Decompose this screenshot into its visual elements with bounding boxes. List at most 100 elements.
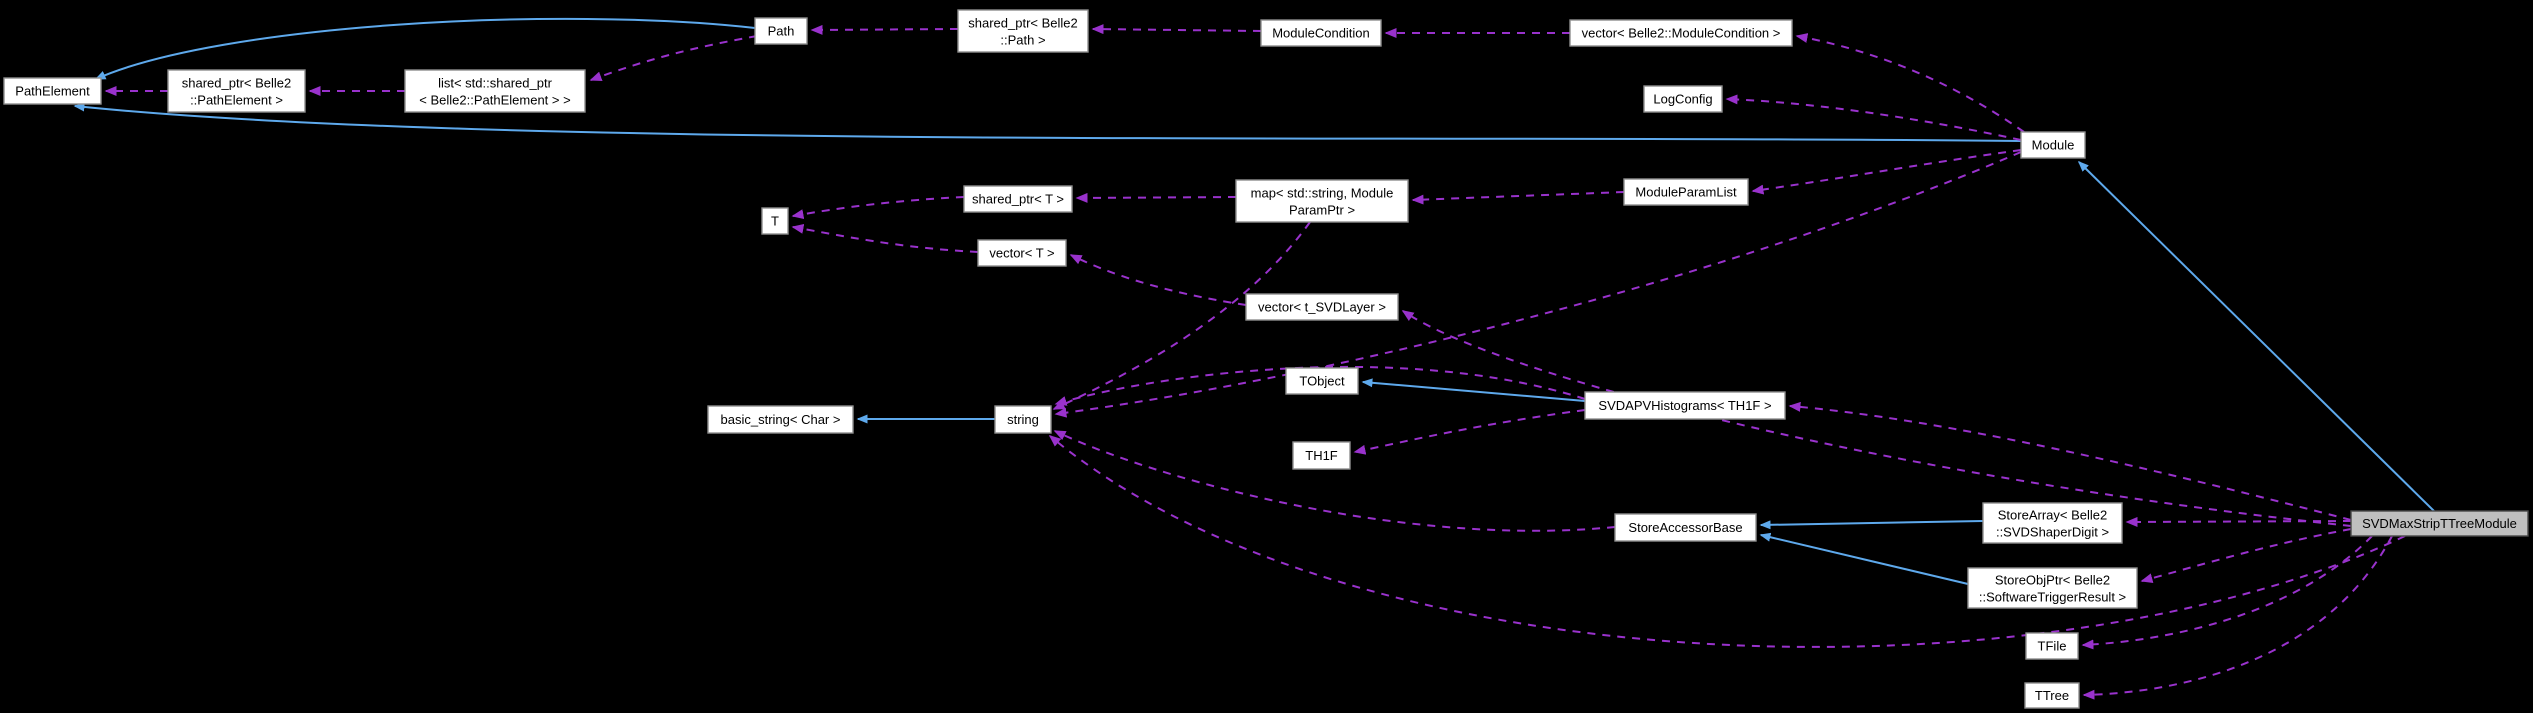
node-svdapvhistograms-th1f[interactable]: SVDAPVHistograms< TH1F > [1584,391,1786,420]
node-storeaccessorbase[interactable]: StoreAccessorBase [1614,513,1757,542]
edge-map-moduleparamptr-to-shared-ptr-t [1075,192,1237,203]
node-box-svdmaxstripttreemodule[interactable] [2350,510,2529,537]
edge-svdmaxstripttreemodule-to-ttree [2082,535,2393,700]
node-box-moduleparamlist[interactable] [1623,178,1749,206]
node-storeobjptr-softwaretriggerresult[interactable]: StoreObjPtr< Belle2::SoftwareTriggerResu… [1967,567,2138,609]
edge-map-moduleparamptr-to-string [1052,221,1311,410]
node-box-svdapvhistograms-th1f[interactable] [1584,391,1786,420]
edge-modulecondition-to-shared-ptr-path [1091,24,1262,35]
node-label-path: Path [768,24,795,39]
node-label-ttree: TTree [2035,688,2069,703]
node-svdmaxstripttreemodule[interactable]: SVDMaxStripTTreeModule [2350,510,2529,537]
node-box-vector-t-svdlayer[interactable] [1245,293,1399,321]
node-basic-string-char[interactable]: basic_string< Char > [707,405,854,434]
node-box-logconfig[interactable] [1643,85,1723,113]
node-modulecondition[interactable]: ModuleCondition [1260,19,1382,47]
node-box-t[interactable] [761,207,789,235]
node-box-path[interactable] [754,17,808,45]
node-module[interactable]: Module [2020,131,2086,159]
node-storearray-svdshaperdigit[interactable]: StoreArray< Belle2::SVDShaperDigit > [1982,502,2123,544]
node-label-basic-string-char: basic_string< Char > [721,412,841,427]
node-list-shared-ptr-pathelement[interactable]: list< std::shared_ptr< Belle2::PathEleme… [404,69,586,113]
node-label-vector-modulecondition: vector< Belle2::ModuleCondition > [1582,26,1781,41]
node-t[interactable]: T [761,207,789,235]
diagram-edges [73,17,2435,700]
edge-svdmaxstripttreemodule-to-vector-t-svdlayer [1401,310,2352,527]
node-tfile[interactable]: TFile [2025,632,2079,660]
node-box-pathelement[interactable] [3,77,102,105]
node-label-modulecondition: ModuleCondition [1272,26,1370,41]
node-box-map-moduleparamptr[interactable] [1235,179,1409,223]
node-label-t: T [771,214,779,229]
node-path[interactable]: Path [754,17,808,45]
node-box-storeaccessorbase[interactable] [1614,513,1757,542]
node-box-th1f[interactable] [1292,441,1351,470]
node-vector-t-svdlayer[interactable]: vector< t_SVDLayer > [1245,293,1399,321]
node-box-basic-string-char[interactable] [707,405,854,434]
node-shared-ptr-path[interactable]: shared_ptr< Belle2::Path > [957,9,1089,53]
node-box-modulecondition[interactable] [1260,19,1382,47]
edge-moduleparamlist-to-map-moduleparamptr [1411,191,1625,205]
node-label-shared-ptr-path: shared_ptr< Belle2::Path > [968,16,1078,48]
edge-storeaccessorbase-to-string [1053,430,1616,532]
node-th1f[interactable]: TH1F [1292,441,1351,470]
node-box-tobject[interactable] [1285,367,1359,395]
edge-svdmaxstripttreemodule-to-tfile [2081,535,2373,650]
node-box-vector-modulecondition[interactable] [1569,19,1793,47]
node-shared-ptr-t[interactable]: shared_ptr< T > [963,185,1073,213]
node-box-module[interactable] [2020,131,2086,159]
node-box-list-shared-ptr-pathelement[interactable] [404,69,586,113]
node-shared-ptr-pathelement[interactable]: shared_ptr< Belle2::PathElement > [167,69,306,113]
node-label-string: string [1007,412,1039,427]
node-label-vector-t-svdlayer: vector< t_SVDLayer > [1258,300,1386,315]
edge-shared-ptr-t-to-t [791,196,965,220]
node-label-storearray-svdshaperdigit: StoreArray< Belle2::SVDShaperDigit > [1996,508,2109,540]
node-box-vector-t[interactable] [977,239,1067,267]
node-box-shared-ptr-pathelement[interactable] [167,69,306,113]
node-label-moduleparamlist: ModuleParamList [1635,185,1737,200]
node-label-th1f: TH1F [1305,448,1338,463]
node-label-logconfig: LogConfig [1653,92,1712,107]
node-box-tfile[interactable] [2025,632,2079,660]
node-tobject[interactable]: TObject [1285,367,1359,395]
node-label-shared-ptr-pathelement: shared_ptr< Belle2::PathElement > [182,76,292,108]
edge-svdmaxstripttreemodule-to-storeobjptr-softwaretriggerresult [2140,528,2352,584]
edge-module-to-pathelement [73,102,2022,142]
edge-svdmaxstripttreemodule-to-module [2077,160,2435,512]
edge-module-to-string [1054,151,2022,418]
node-moduleparamlist[interactable]: ModuleParamList [1623,178,1749,206]
node-box-shared-ptr-t[interactable] [963,185,1073,213]
edge-shared-ptr-path-to-path [810,24,959,35]
edge-storeobjptr-softwaretriggerresult-to-storeaccessorbase [1759,532,1969,585]
node-box-string[interactable] [994,405,1052,434]
node-label-list-shared-ptr-pathelement: list< std::shared_ptr< Belle2::PathEleme… [419,76,570,108]
edge-svdapvhistograms-th1f-to-th1f [1353,409,1586,455]
edge-path-to-list-shared-ptr-pathelement [589,35,758,82]
node-label-tobject: TObject [1299,374,1345,389]
edge-module-to-moduleparamlist [1751,149,2022,195]
node-vector-t[interactable]: vector< T > [977,239,1067,267]
node-logconfig[interactable]: LogConfig [1643,85,1723,113]
node-box-ttree[interactable] [2024,682,2080,709]
node-string[interactable]: string [994,405,1052,434]
node-label-pathelement: PathElement [15,84,90,99]
node-label-shared-ptr-t: shared_ptr< T > [972,192,1064,207]
node-vector-modulecondition[interactable]: vector< Belle2::ModuleCondition > [1569,19,1793,47]
node-label-tfile: TFile [2038,639,2067,654]
edge-module-to-vector-modulecondition [1795,33,2025,133]
node-ttree[interactable]: TTree [2024,682,2080,709]
node-pathelement[interactable]: PathElement [3,77,102,105]
edge-svdapvhistograms-th1f-to-tobject [1361,378,1586,402]
edge-storearray-svdshaperdigit-to-storeaccessorbase [1759,520,1984,530]
edge-module-to-logconfig [1725,94,2022,141]
node-box-shared-ptr-path[interactable] [957,9,1089,53]
node-label-vector-t: vector< T > [989,246,1054,261]
node-box-storeobjptr-softwaretriggerresult[interactable] [1967,567,2138,609]
node-box-storearray-svdshaperdigit[interactable] [1982,502,2123,544]
node-label-module: Module [2032,138,2075,153]
edge-vector-t-to-t [791,223,979,253]
